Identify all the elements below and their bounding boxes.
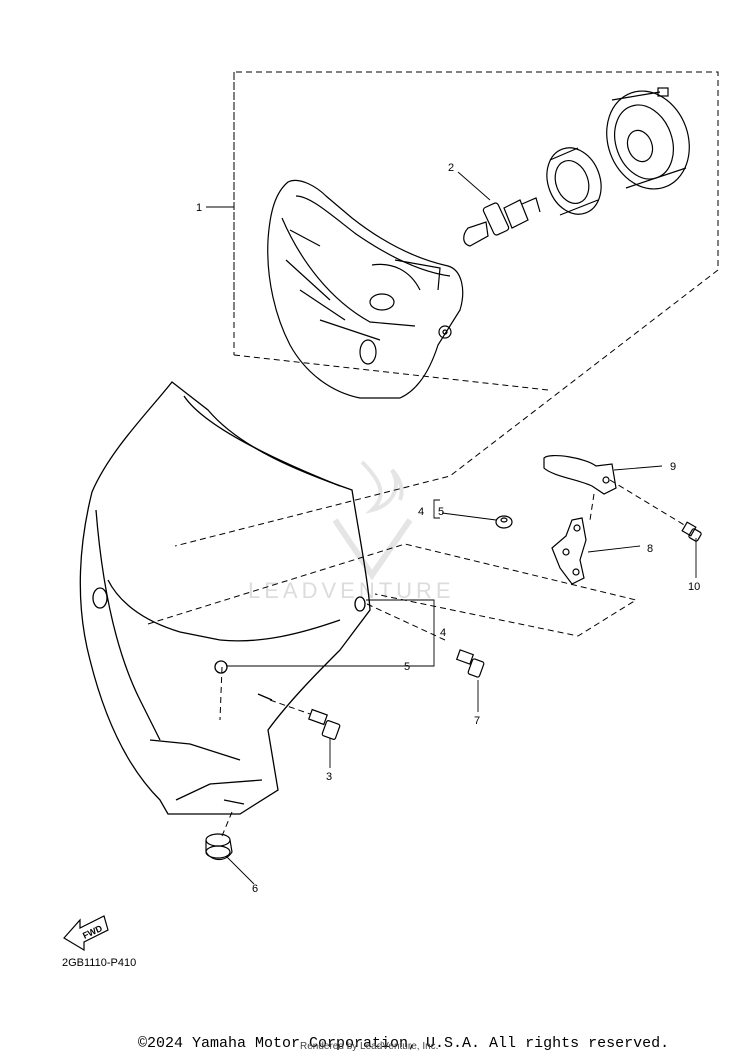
bolt-7: [455, 649, 485, 678]
grommet: [205, 833, 233, 861]
callout-5-upper: 5: [438, 506, 444, 518]
callout-9: 9: [670, 461, 676, 473]
watermark-text: LEADVENTURE: [248, 578, 455, 603]
rear-cover: [606, 87, 690, 190]
clamp: [543, 454, 617, 495]
callout-4-lower: 4: [440, 627, 446, 639]
callout-3: 3: [326, 771, 332, 783]
callout-1: 1: [196, 202, 202, 214]
bolt-10: [681, 521, 702, 542]
headlight-bulb: [463, 197, 541, 247]
callout-leaders: [206, 171, 697, 885]
rendered-by-credit: Rendered by LeadVenture, Inc.: [300, 1041, 439, 1052]
fwd-arrow-icon: FWD: [63, 915, 109, 952]
callout-10: 10: [688, 581, 700, 593]
headlight-cover: [79, 381, 371, 815]
diagram-code: 2GB1110-P410: [62, 957, 136, 969]
callout-5-lower: 5: [404, 661, 410, 673]
callout-6: 6: [252, 883, 258, 895]
headlight-unit: [267, 179, 464, 399]
copyright-notice: ©2024 Yamaha Motor Corporation, U.S.A. A…: [138, 1035, 670, 1052]
callout-7: 7: [474, 715, 480, 727]
damper-small: [495, 515, 513, 529]
bolt-3: [308, 708, 341, 740]
callout-4-upper: 4: [418, 506, 424, 518]
bracket: [551, 517, 587, 585]
mounting-lines: [147, 479, 687, 837]
headlight-assembly-box: [174, 71, 719, 547]
callout-2: 2: [448, 162, 454, 174]
bulb-socket: [546, 147, 602, 216]
callout-8: 8: [647, 543, 653, 555]
